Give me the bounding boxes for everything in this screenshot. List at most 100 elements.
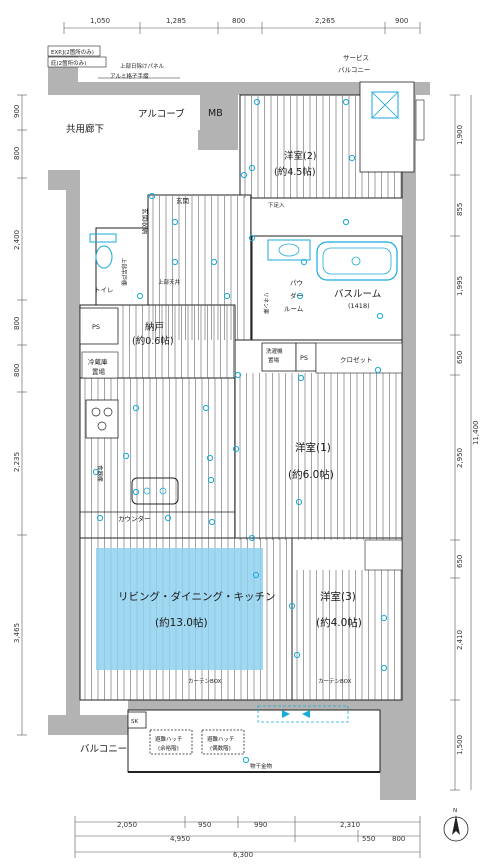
left-dim-1: 900 xyxy=(13,105,21,118)
top-dim-5: 900 xyxy=(395,17,408,25)
left-dim-6: 2,235 xyxy=(13,452,21,472)
equipment-mark xyxy=(122,452,130,460)
sunshade-label: 庇(2箇所のみ) xyxy=(51,59,86,67)
equipment-mark xyxy=(96,514,104,522)
hatch2-label-2: (偶数階) xyxy=(210,744,231,752)
ldk-highlight xyxy=(96,548,263,670)
equipment-mark xyxy=(132,488,140,496)
right-dim-3: 1,995 xyxy=(456,276,464,296)
service-balcony-label-2: バルコニー xyxy=(338,66,370,74)
equipment-mark xyxy=(342,218,350,226)
nando-label-1: 納戸 xyxy=(145,321,164,333)
bottom-dim-4: 2,310 xyxy=(340,821,360,829)
shoe-cabinet-label: 下足入 xyxy=(268,202,285,209)
bottom-total-dim: 6,300 xyxy=(233,851,253,859)
top-dim-1: 1,050 xyxy=(90,17,110,25)
right-dim-4: 650 xyxy=(456,351,464,364)
hatch1-label-1: 避難ハッチ xyxy=(155,735,183,743)
toilet-label: トイレ xyxy=(94,286,114,294)
right-total-dim: 11,400 xyxy=(472,421,480,446)
right-dim-5: 2,950 xyxy=(456,448,464,468)
top-dim-2: 1,285 xyxy=(166,17,186,25)
entrance-label: 玄関 xyxy=(176,196,189,205)
hatch1-label-2: (余裕階) xyxy=(158,744,179,752)
right-dimension-strip: 1,900 855 1,995 650 2,950 650 2,410 1,50… xyxy=(450,94,480,791)
top-details xyxy=(47,45,425,173)
bathroom-label: バスルーム xyxy=(334,289,381,300)
bottom-dimension-strip: 2,050 950 990 2,310 4,950 550 800 6,300 xyxy=(74,816,421,859)
equipment-mark xyxy=(210,258,218,266)
right-dim-7: 2,410 xyxy=(456,630,464,650)
right-dim-8: 1,500 xyxy=(456,735,464,755)
washer-label-1: 洗濯機 xyxy=(266,347,283,355)
equipment-mark xyxy=(293,651,301,659)
equipment-mark xyxy=(132,404,140,412)
equipment-mark xyxy=(288,602,296,610)
top-dimension-strip: 1,050 1,285 800 2,265 900 xyxy=(63,17,421,34)
equipment-mark xyxy=(252,571,260,579)
kitchen-storage-label: 食器棚 xyxy=(96,465,104,482)
bottom-dim-5: 4,950 xyxy=(170,835,190,843)
equipment-mark xyxy=(376,312,384,320)
western3-label-2: (約4.0帖) xyxy=(316,616,362,629)
corridor-label: 共用廊下 xyxy=(66,123,104,135)
equipment-mark xyxy=(296,292,304,300)
bottom-dim-1: 2,050 xyxy=(117,821,137,829)
left-dim-5: 800 xyxy=(13,364,21,377)
labels: EXP.J(2箇所のみ) 庇(2箇所のみ) 上部日除けパネル アルミ格子手摺 サ… xyxy=(51,48,381,770)
equipment-mark xyxy=(374,366,382,374)
ps2-label: PS xyxy=(300,354,308,362)
equipment-mark xyxy=(232,445,240,453)
equipment-mark xyxy=(136,292,144,300)
balcony: SK xyxy=(127,705,381,773)
western1-label-2: (約6.0帖) xyxy=(288,468,334,481)
ldk-label-1: リビング・ダイニング・キッチン xyxy=(118,590,276,603)
western2-label-1: 洋室(2) xyxy=(284,150,316,162)
fridge-label-2: 置場 xyxy=(92,367,106,376)
fixtures xyxy=(79,233,403,571)
ps1-label: PS xyxy=(92,323,100,331)
upper-storage-label: 上部天井 xyxy=(158,278,181,286)
left-dim-7: 3,465 xyxy=(13,623,21,643)
left-dim-3: 2,400 xyxy=(13,230,21,250)
toilet-cabinet-label: 上部吊戸棚 xyxy=(120,258,128,286)
closet-label: クロゼット xyxy=(340,355,373,364)
equipment-mark xyxy=(300,258,308,266)
powder-label-2: ダー xyxy=(290,291,303,300)
right-dim-6: 650 xyxy=(456,555,464,568)
equipment-mark xyxy=(248,534,256,542)
equipment-mark xyxy=(248,234,256,242)
fridge-label-1: 冷蔵庫 xyxy=(88,357,108,366)
linen-label: リネン庫 xyxy=(262,292,270,315)
equipment-mark xyxy=(171,258,179,266)
equipment-mark xyxy=(202,404,210,412)
western3-label-1: 洋室(3) xyxy=(320,590,356,603)
equipment-marks xyxy=(92,98,388,764)
equipment-mark xyxy=(171,218,179,226)
equipment-mark xyxy=(206,454,214,462)
bath-size-label: (1418) xyxy=(348,302,370,310)
nando-label-2: (約0.6帖) xyxy=(132,335,174,347)
bottom-dim-7: 800 xyxy=(392,835,405,843)
left-dim-2: 800 xyxy=(13,147,21,160)
north-arrow-icon: N xyxy=(443,808,469,842)
equipment-mark xyxy=(297,374,305,382)
western1-label-1: 洋室(1) xyxy=(295,441,331,454)
counter-label: カウンター xyxy=(118,514,151,523)
equipment-mark xyxy=(242,756,250,764)
western2-label-2: (約4.5帖) xyxy=(274,166,316,178)
north-label: N xyxy=(453,808,457,814)
powder-label-1: パウ xyxy=(290,279,303,287)
hatch2-label-1: 避難ハッチ xyxy=(207,735,235,743)
washer-label-2: 置場 xyxy=(268,356,280,364)
right-dim-2: 855 xyxy=(456,203,464,216)
balcony-label: バルコニー xyxy=(80,744,127,755)
alcove-label: アルコーブ xyxy=(138,108,185,120)
equipment-mark xyxy=(348,154,356,162)
equipment-mark xyxy=(248,164,256,172)
expj-label: EXP.J(2箇所のみ) xyxy=(51,48,94,56)
equipment-mark xyxy=(253,98,261,106)
mb-label: MB xyxy=(208,108,223,119)
ldk-label-2: (約13.0帖) xyxy=(155,616,208,629)
